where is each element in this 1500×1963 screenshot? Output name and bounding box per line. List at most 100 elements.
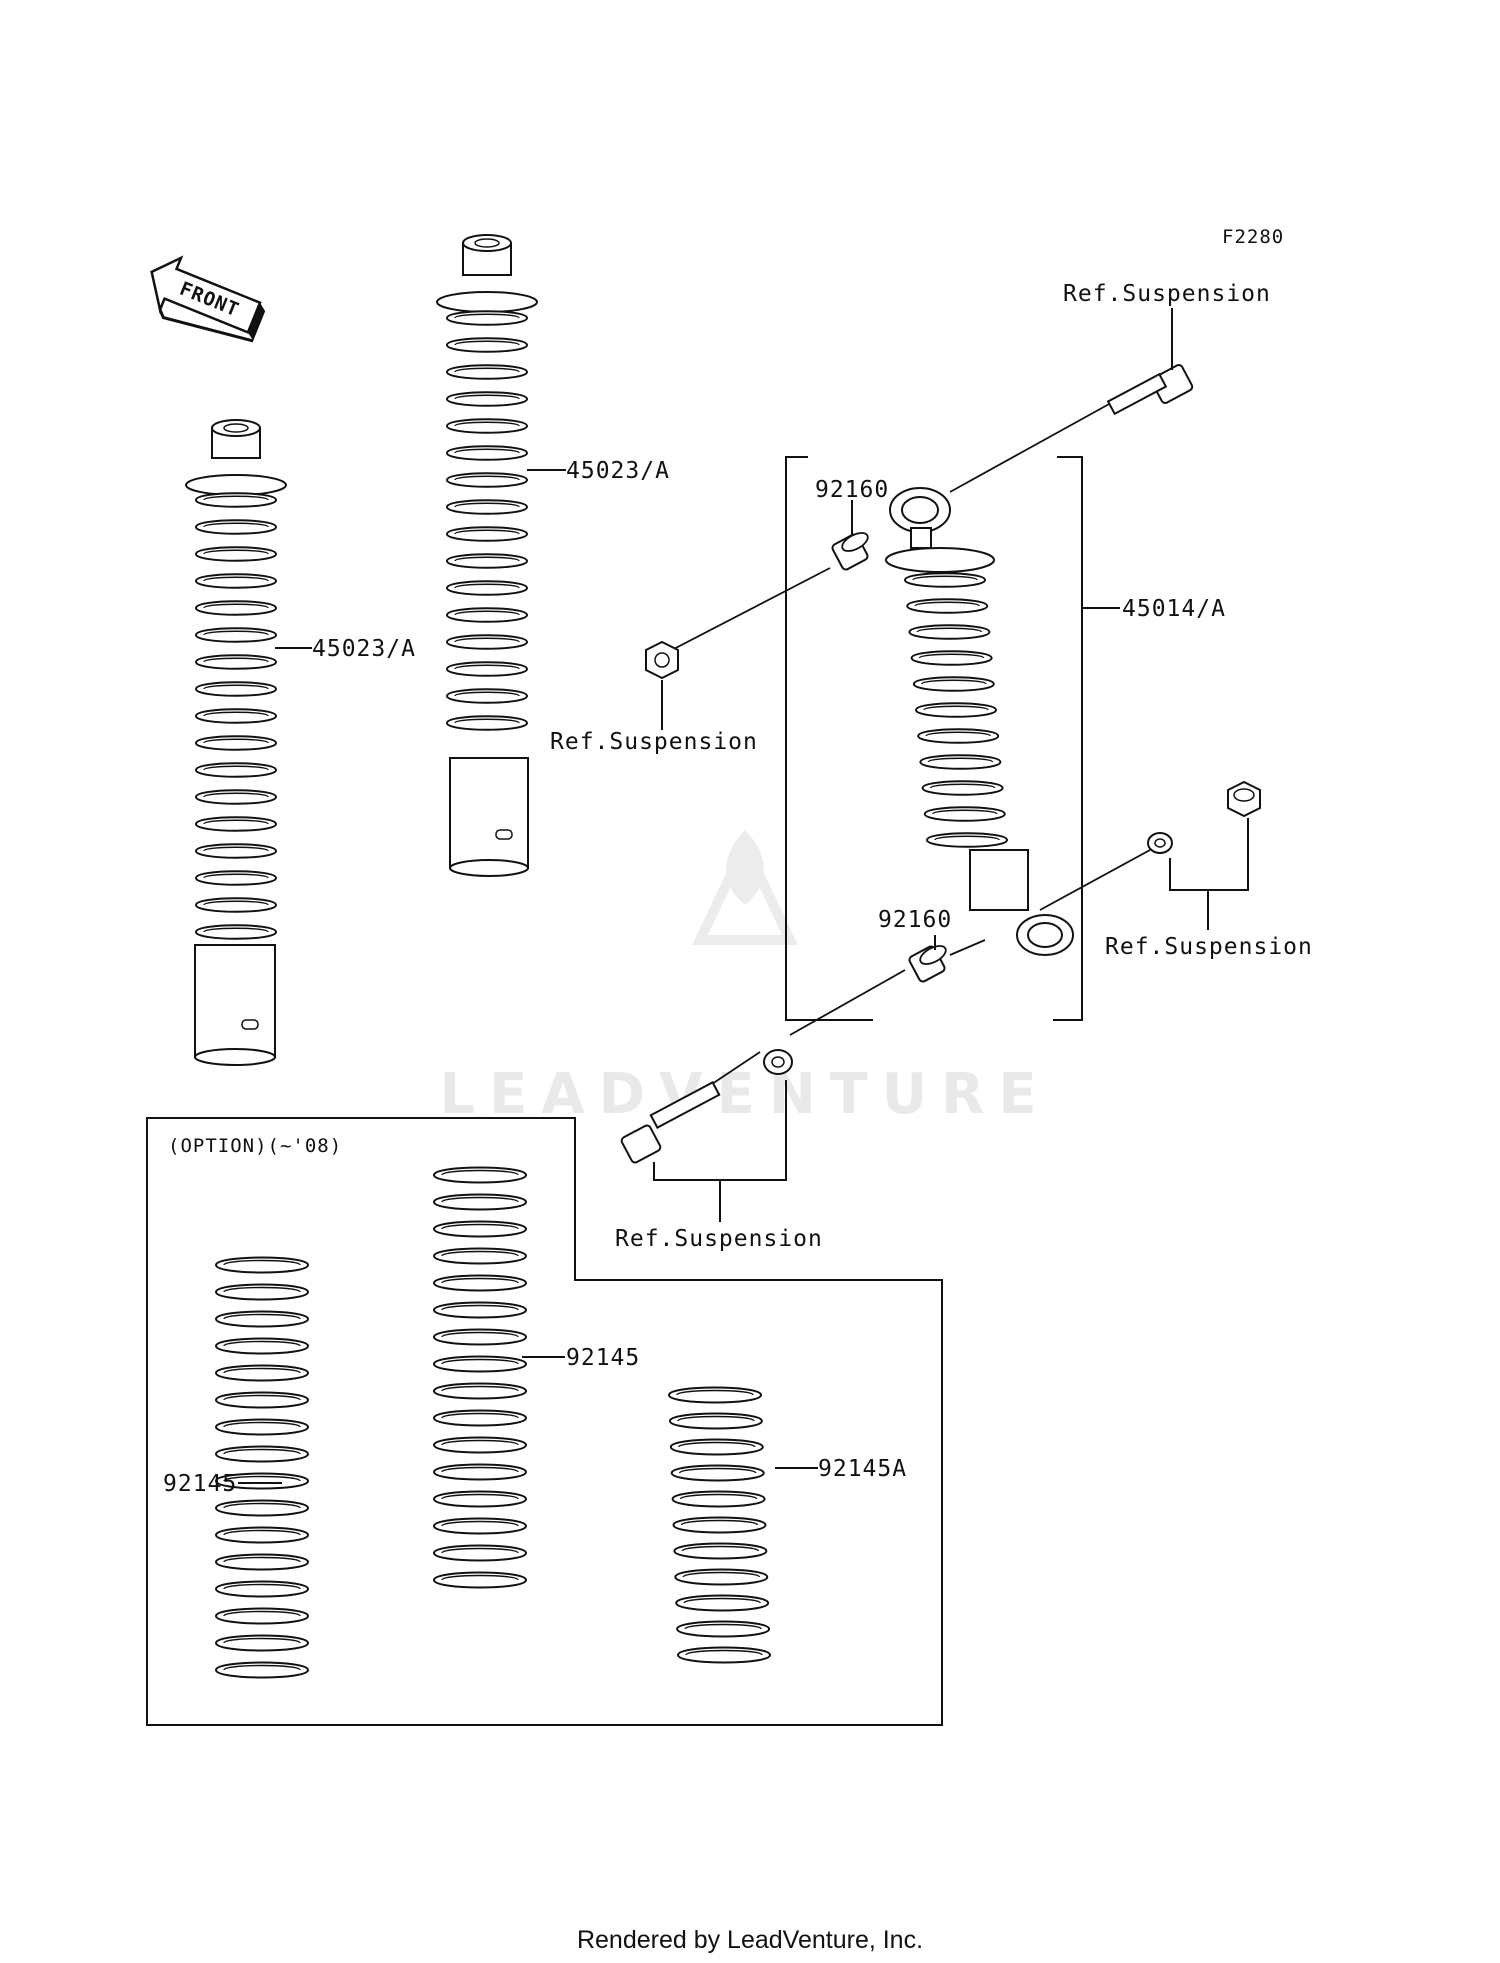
coil-turn	[917, 728, 1000, 744]
coil-turn	[195, 924, 277, 940]
coil-turn	[908, 624, 991, 640]
coil-turn	[912, 676, 995, 692]
coil-turn	[195, 492, 277, 508]
coil-turn	[215, 1499, 309, 1517]
coil-turn	[446, 364, 528, 380]
coil-turn	[433, 1166, 527, 1184]
coil-turn	[215, 1364, 309, 1382]
coil-turn	[446, 310, 528, 326]
coil-turn	[433, 1517, 527, 1535]
callout-ref-right-nut: Ref.Suspension	[1105, 934, 1313, 960]
watermark: LEADVENTURE	[439, 830, 1050, 1127]
coil-turn	[446, 526, 528, 542]
coil-turn	[433, 1220, 527, 1238]
coil-turn	[446, 472, 528, 488]
coil-turn	[668, 1386, 762, 1404]
shock-absorber-left	[185, 419, 287, 1066]
nut-right	[1227, 780, 1261, 818]
coil-turn	[675, 1594, 770, 1612]
coil-turn	[446, 499, 528, 515]
coil-turn	[433, 1544, 527, 1562]
callout-collar-bottom: 92160	[878, 907, 952, 933]
coil-turn	[906, 598, 989, 614]
coil-turn	[433, 1355, 527, 1373]
coil-turn	[195, 600, 277, 616]
coil-turn	[433, 1301, 527, 1319]
callout-shock-right: 45014/A	[1122, 596, 1226, 622]
coil-turn	[433, 1571, 527, 1589]
coil-turn	[446, 607, 528, 623]
coil-turn	[215, 1580, 309, 1598]
shock-absorber-middle	[436, 234, 538, 877]
coil-turn	[433, 1463, 527, 1481]
shock-absorber-right	[885, 487, 1074, 956]
coil-turn	[669, 1438, 764, 1456]
callout-shock-middle: 45023/A	[566, 458, 670, 484]
spring-left	[215, 1256, 309, 1679]
callout-ref-top-bolt: Ref.Suspension	[1063, 281, 1271, 307]
coil-turn	[433, 1490, 527, 1508]
coil-turn	[215, 1256, 309, 1274]
coil-turn	[195, 519, 277, 535]
option-box-label: (OPTION)(~'08)	[168, 1135, 342, 1157]
coil-turn	[446, 715, 528, 731]
coil-turn	[195, 546, 277, 562]
collar-top	[831, 532, 869, 571]
figure-code: F2280	[1222, 226, 1284, 248]
footer-credit: Rendered by LeadVenture, Inc.	[576, 1926, 924, 1954]
coil-turn	[926, 832, 1008, 848]
coil-turn	[195, 681, 277, 697]
coil-turn	[676, 1620, 771, 1638]
coil-turn	[446, 337, 528, 353]
coil-turn	[215, 1310, 309, 1328]
callout-ref-bottom-bolt: Ref.Suspension	[615, 1226, 823, 1252]
top-bolt	[1106, 364, 1194, 416]
coil-turn	[433, 1409, 527, 1427]
coil-turn	[433, 1274, 527, 1292]
coil-turn	[923, 806, 1006, 822]
coil-turn	[446, 661, 528, 677]
washer-right	[1147, 832, 1173, 854]
coil-turn	[446, 634, 528, 650]
coil-turn	[215, 1634, 309, 1652]
coil-turn	[671, 1490, 766, 1508]
front-arrow-icon: FRONT	[150, 255, 266, 343]
coil-turn	[195, 870, 277, 886]
coil-turn	[919, 754, 1002, 770]
coil-turn	[433, 1382, 527, 1400]
coil-turn	[433, 1247, 527, 1265]
coil-turn	[672, 1516, 767, 1534]
coil-turn	[195, 897, 277, 913]
coil-turn	[670, 1464, 765, 1482]
bottom-bolt	[620, 1081, 721, 1164]
nut-left	[645, 640, 679, 680]
coil-turn	[215, 1661, 309, 1679]
collar-bottom	[908, 945, 947, 983]
coil-turn	[446, 580, 528, 596]
coil-turn	[433, 1436, 527, 1454]
coil-turn	[195, 708, 277, 724]
coil-turn	[674, 1568, 769, 1586]
spring-middle	[433, 1166, 527, 1589]
coil-turn	[215, 1283, 309, 1301]
coil-turn	[195, 762, 277, 778]
coil-turn	[215, 1553, 309, 1571]
option-box	[146, 1117, 943, 1726]
coil-turn	[446, 688, 528, 704]
coil-turn	[195, 735, 277, 751]
coil-turn	[215, 1337, 309, 1355]
coil-turn	[195, 789, 277, 805]
coil-turn	[446, 445, 528, 461]
coil-turn	[433, 1328, 527, 1346]
watermark-text: LEADVENTURE	[439, 1062, 1050, 1127]
coil-turn	[215, 1418, 309, 1436]
callout-spring-middle: 92145	[566, 1345, 640, 1371]
coil-turn	[910, 650, 993, 666]
coil-turn	[195, 654, 277, 670]
coil-turn	[921, 780, 1004, 796]
callout-ref-nut-left: Ref.Suspension	[550, 729, 758, 755]
coil-turn	[668, 1412, 763, 1430]
callout-collar-top: 92160	[815, 477, 889, 503]
coil-turn	[195, 627, 277, 643]
